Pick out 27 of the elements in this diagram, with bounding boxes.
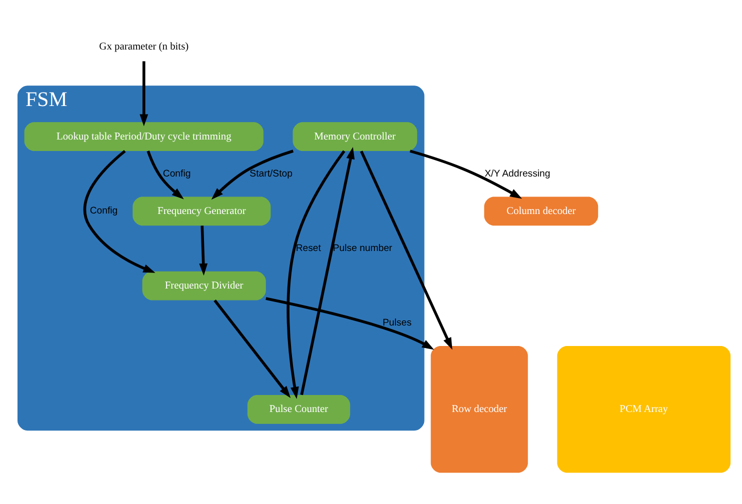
arrow bbox=[360, 150, 452, 350]
node-box: PCM Array bbox=[557, 346, 731, 472]
arrow bbox=[286, 150, 346, 398]
node-box: Lookup table Period/Duty cycle trimming bbox=[24, 122, 264, 150]
edge-label: Reset bbox=[296, 242, 321, 254]
edge-label: X/Y Addressing bbox=[484, 168, 550, 179]
edge-label: Config bbox=[90, 205, 118, 216]
node-box: Column decoder bbox=[484, 196, 598, 226]
arrow bbox=[140, 60, 148, 126]
arrow bbox=[199, 225, 208, 276]
arrow bbox=[83, 149, 156, 272]
node-text: Gx parameter (n bits) bbox=[99, 40, 189, 52]
node-box: Pulse Counter bbox=[247, 394, 350, 424]
node-box: Memory Controller bbox=[292, 122, 418, 150]
arrow bbox=[300, 146, 355, 395]
node-box: Frequency Divider bbox=[142, 270, 266, 300]
edge-label: Config bbox=[162, 168, 191, 179]
arrow bbox=[146, 150, 184, 199]
node-box: Row decoder bbox=[430, 346, 528, 472]
edge-label: Start/Stop bbox=[250, 168, 292, 179]
edge-label: Pulses bbox=[382, 317, 412, 328]
node-box: Frequency Generator bbox=[132, 196, 271, 226]
arrow bbox=[214, 299, 291, 398]
arrow bbox=[266, 296, 434, 350]
edge-label: Pulse number bbox=[332, 242, 392, 254]
arrow bbox=[410, 149, 522, 198]
arrow bbox=[211, 149, 294, 200]
